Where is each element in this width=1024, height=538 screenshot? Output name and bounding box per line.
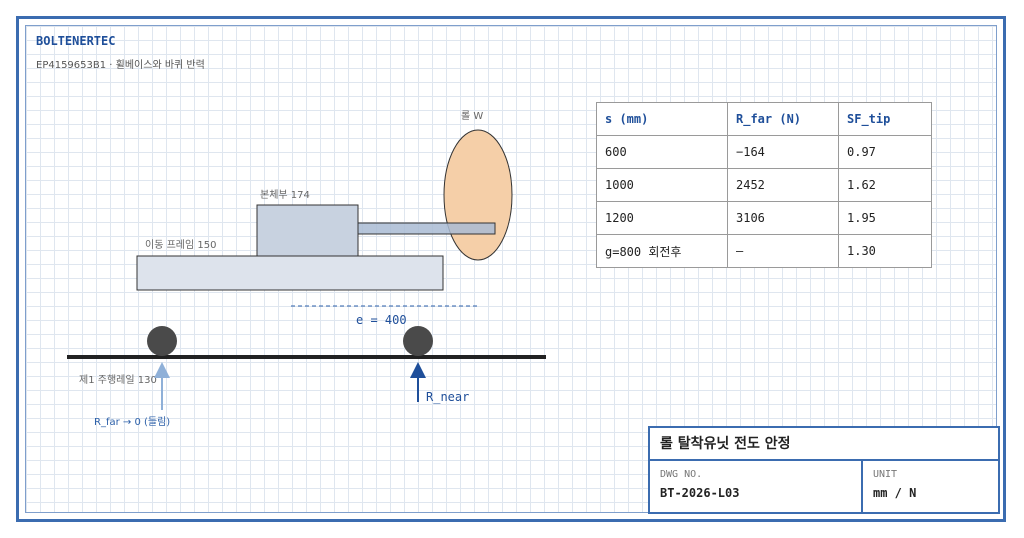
travel-rail: [67, 355, 546, 359]
table-cell: 3106: [727, 201, 839, 235]
title-block-row: DWG NO. BT-2026-L03 UNIT mm / N: [650, 461, 998, 512]
table-cell: 1000: [596, 168, 728, 202]
table-cell: g=800 회전후: [596, 234, 728, 268]
table-row: 1200 3106 1.95: [596, 201, 932, 235]
support-arm: [357, 222, 496, 235]
dwg-number-label: DWG NO.: [660, 469, 703, 480]
column-header: SF_tip: [838, 102, 932, 136]
table-cell: 1.30: [838, 234, 932, 268]
table-cell: 0.97: [838, 135, 932, 169]
unit-cell: UNIT mm / N: [863, 461, 926, 512]
brand-name: BOLTENERTEC: [36, 34, 116, 48]
dwg-number-cell: DWG NO. BT-2026-L03: [650, 461, 863, 512]
column-header: s (mm): [596, 102, 728, 136]
near-wheel: [403, 326, 433, 356]
table-cell: —: [727, 234, 839, 268]
table-cell: 1.62: [838, 168, 932, 202]
table-header-row: s (mm) R_far (N) SF_tip: [596, 102, 932, 136]
unit-label: UNIT: [873, 469, 898, 480]
table-cell: −164: [727, 135, 839, 169]
body-part: [256, 204, 359, 257]
table-row: 600 −164 0.97: [596, 135, 932, 169]
header: BOLTENERTEC EP4159653B1 · 휠베이스와 바퀴 반력: [36, 34, 205, 71]
body-label: 본체부 174: [260, 189, 310, 201]
moving-frame: [136, 255, 444, 291]
drawing-subtitle: EP4159653B1 · 휠베이스와 바퀴 반력: [36, 60, 205, 71]
table-cell: 1200: [596, 201, 728, 235]
column-header: R_far (N): [727, 102, 839, 136]
rail-label: 제1 주행레일 130: [79, 374, 157, 386]
wheelbase-label: e = 400: [356, 313, 407, 327]
drawing-title: 롤 탈착유닛 전도 안정: [650, 428, 998, 461]
table-cell: 2452: [727, 168, 839, 202]
roll-w: [443, 129, 513, 261]
dwg-number-value: BT-2026-L03: [660, 486, 740, 500]
roll-label: 롤 W: [461, 110, 483, 122]
far-reaction-label: R_far → 0 (들림): [94, 416, 170, 428]
unit-value: mm / N: [873, 486, 917, 500]
table-row: g=800 회전후 — 1.30: [596, 234, 932, 268]
frame-label: 이동 프레임 150: [145, 238, 216, 251]
far-wheel: [147, 326, 177, 356]
table-cell: 1.95: [838, 201, 932, 235]
near-reaction-label: R_near: [426, 390, 469, 404]
reaction-table: s (mm) R_far (N) SF_tip 600 −164 0.97 10…: [596, 102, 932, 268]
table-cell: 600: [596, 135, 728, 169]
table-row: 1000 2452 1.62: [596, 168, 932, 202]
title-block: 롤 탈착유닛 전도 안정 DWG NO. BT-2026-L03 UNIT mm…: [648, 426, 1000, 514]
